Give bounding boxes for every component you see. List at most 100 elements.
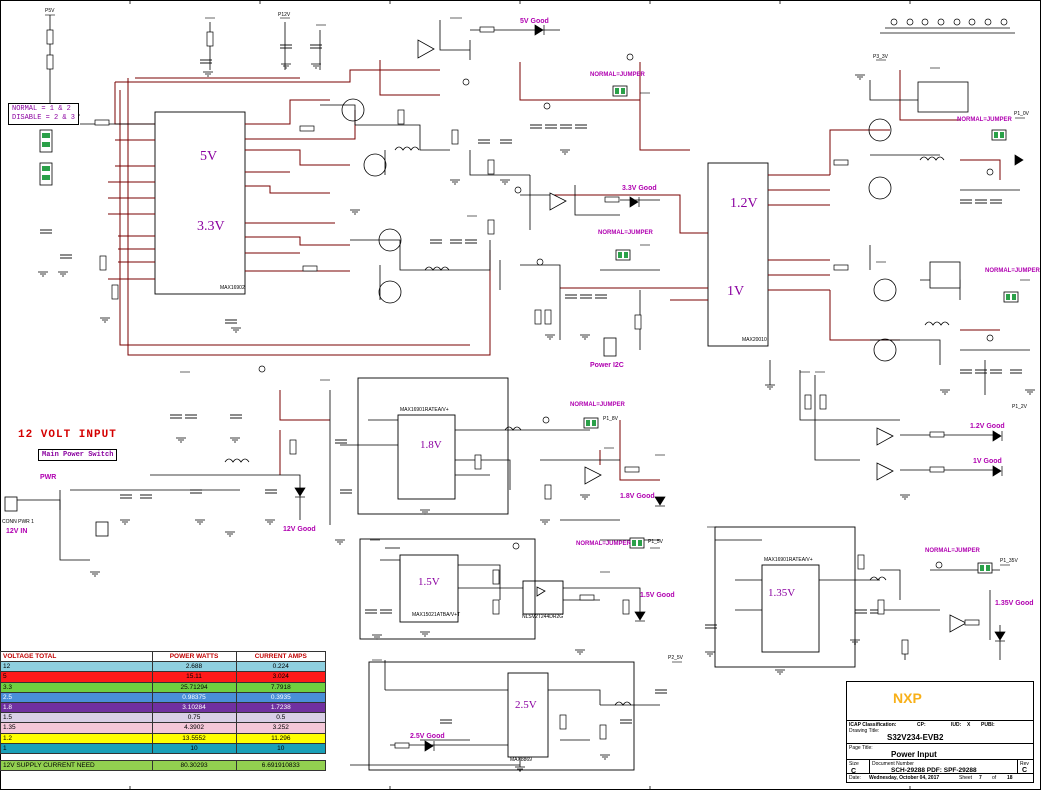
rail-label-2v5: 2.5V <box>515 699 537 711</box>
good-5v-label: 5V Good <box>520 18 549 25</box>
total-watts: 80.30293 <box>151 759 237 772</box>
u1-part-number: MAX16902 <box>220 285 245 291</box>
nxp-logo: NXP <box>893 690 922 706</box>
u320-part-number: NLSV2T244DR2G <box>522 614 564 620</box>
amps-cell: 3.024 <box>235 671 327 683</box>
net-p3v3: P3_3V <box>873 54 889 60</box>
drawing-title-label: Drawing Title: <box>849 728 880 734</box>
pwr-label: PWR <box>40 474 57 481</box>
header-voltage: VOLTAGE TOTAL <box>0 650 153 663</box>
amps-cell: 0.5 <box>235 712 327 724</box>
amps-cell: 11.296 <box>235 732 327 744</box>
rail-label-1v8: 1.8V <box>420 439 442 451</box>
jumper-note-1v35: NORMAL=JUMPER <box>925 548 980 554</box>
rev-value: C <box>1022 767 1028 774</box>
drawing-title: S32V234-EVB2 <box>887 733 944 742</box>
jumper-note-1v5: NORMAL=JUMPER <box>576 541 631 547</box>
jumper-note-3v3: NORMAL=JUMPER <box>598 230 653 236</box>
document-number-label: Document Number <box>872 761 914 767</box>
net-p1v8: P1_8V <box>603 416 619 422</box>
of-label: of <box>992 775 997 781</box>
main-power-switch-label: Main Power Switch <box>38 449 118 461</box>
good-1v2-label: 1.2V Good <box>970 423 1005 430</box>
watts-cell: 2.688 <box>151 661 237 673</box>
rail-label-1v: 1V <box>727 284 745 299</box>
page-title: Power Input <box>891 750 937 759</box>
pubi-label: PUBI: <box>981 722 995 728</box>
good-1v5-label: 1.5V Good <box>640 592 675 599</box>
amps-cell: 3.252 <box>235 722 327 734</box>
cp-label: CP: <box>917 722 926 728</box>
header-power: POWER WATTS <box>151 650 237 663</box>
note-line-disable: DISABLE = 2 & 3 <box>12 113 76 122</box>
net-p1v: P1_0V <box>1014 111 1030 117</box>
net-p1v35: P1_35V <box>1000 558 1018 564</box>
voltage-cell: 1.8 <box>0 701 153 714</box>
sheet-value: 7 <box>979 775 982 781</box>
net-p1v5: P1_5V <box>648 539 664 545</box>
voltage-cell: 5 <box>0 671 153 683</box>
document-number: SCH-29288 PDF: SPF-29288 <box>891 767 977 774</box>
rail-label-1v35: 1.35V <box>768 587 796 599</box>
u38-part-number: MAX8869 <box>510 757 532 763</box>
u9-part-number: MAX16901RATEA/V+ <box>400 407 449 413</box>
iud-label: IUD: <box>951 722 962 728</box>
of-value: 18 <box>1007 775 1013 781</box>
iud-x: X <box>967 722 971 728</box>
net-p5v: P5V <box>45 8 55 14</box>
good-2v5-label: 2.5V Good <box>410 733 445 740</box>
watts-cell: 4.3902 <box>151 722 237 734</box>
voltage-cell: 1.35 <box>0 722 153 734</box>
voltage-cell: 1.5 <box>0 712 153 724</box>
note-line-normal: NORMAL = 1 & 2 <box>12 105 71 113</box>
good-1v-label: 1V Good <box>973 458 1002 465</box>
watts-cell: 13.5552 <box>151 732 237 744</box>
voltage-cell: 1 <box>0 742 153 754</box>
input-section-title: 12 VOLT INPUT <box>18 429 117 441</box>
amps-cell: 0.3935 <box>235 691 327 703</box>
amps-cell: 7.7918 <box>235 681 327 693</box>
jumper-config-note: NORMAL = 1 & 2 DISABLE = 2 & 3 <box>8 103 80 125</box>
good-12v-label: 12V Good <box>283 526 316 533</box>
size-label: Size <box>849 761 859 767</box>
power-i2c-label: Power I2C <box>590 362 624 369</box>
voltage-cell: 1.2 <box>0 732 153 744</box>
jumper-note-1v: NORMAL=JUMPER <box>985 268 1040 274</box>
voltage-cell: 2.5 <box>0 691 153 703</box>
total-amps: 6.691910833 <box>235 759 327 772</box>
good-1v35-label: 1.35V Good <box>995 600 1034 607</box>
jumper-note-5v: NORMAL=JUMPER <box>590 72 645 78</box>
rev-label: Rev <box>1020 761 1029 767</box>
u4-part-number: MAX20010 <box>742 337 767 343</box>
rail-label-3v3: 3.3V <box>197 219 225 234</box>
watts-cell: 0.98375 <box>151 691 237 703</box>
power-budget-table: VOLTAGE TOTAL POWER WATTS CURRENT AMPS 1… <box>0 650 327 772</box>
size-value: C <box>851 768 857 775</box>
watts-cell: 25.71294 <box>151 681 237 693</box>
icap-label: ICAP Classification: <box>849 722 897 728</box>
net-p1v2: P1_2V <box>1012 404 1028 410</box>
jumper-note-1v8: NORMAL=JUMPER <box>570 402 625 408</box>
rail-label-1v5: 1.5V <box>418 576 440 588</box>
jumper-note-1v2: NORMAL=JUMPER <box>957 117 1012 123</box>
sheet-label: Sheet <box>959 775 973 781</box>
net-p2v5: P2_5V <box>668 655 684 661</box>
watts-cell: 0.75 <box>151 712 237 724</box>
v12-in-label: 12V IN <box>6 528 28 535</box>
amps-cell: 0.224 <box>235 661 327 673</box>
date-value: Wednesday, October 04, 2017 <box>869 775 940 781</box>
rail-label-5v: 5V <box>200 149 218 164</box>
watts-cell: 10 <box>151 742 237 754</box>
title-block: NXP ICAP Classification: CP: IUD: X PUBI… <box>846 681 1034 783</box>
voltage-cell: 12 <box>0 661 153 673</box>
